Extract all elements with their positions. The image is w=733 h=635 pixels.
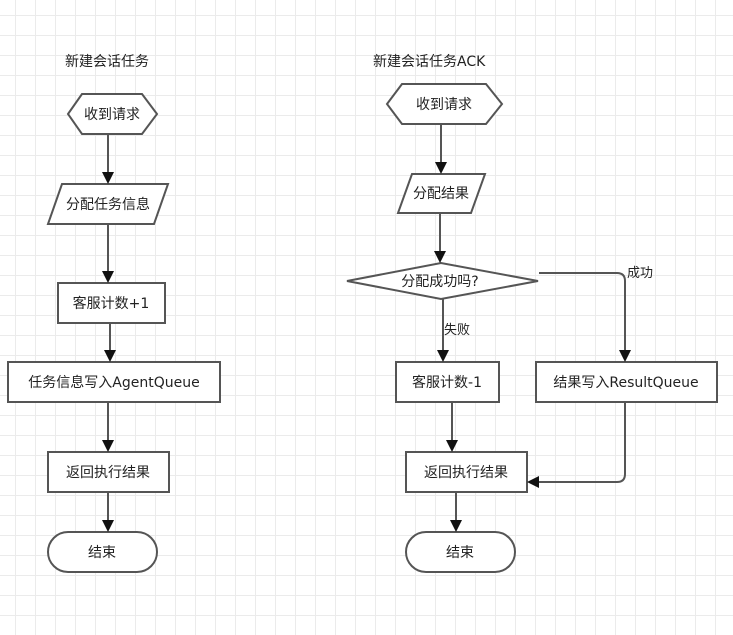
rect-shape	[47, 451, 170, 493]
edge-R6-R7	[450, 492, 462, 532]
node-assign-task-info[interactable]: 分配任务信息	[46, 183, 170, 225]
node-label: 分配结果	[413, 186, 469, 202]
arrowhead-icon	[434, 251, 446, 263]
arrowhead-icon	[102, 271, 114, 283]
node-label: 结果写入ResultQueue	[553, 375, 698, 391]
node-label: 收到请求	[416, 97, 472, 113]
node-ack-receive-request[interactable]: 收到请求	[385, 83, 504, 125]
arrowhead-icon	[102, 440, 114, 452]
arrowhead-icon	[619, 350, 631, 362]
rect-shape	[57, 282, 166, 324]
arrowhead-icon	[446, 440, 458, 452]
parallelogram-shape	[46, 183, 170, 225]
rect-shape	[395, 361, 500, 403]
edge-L5-L6	[102, 492, 114, 532]
node-agent-count-increment[interactable]: 客服计数+1	[57, 282, 166, 324]
node-label: 分配成功吗?	[401, 274, 478, 290]
node-label: 分配任务信息	[66, 196, 150, 213]
node-assign-result[interactable]: 分配结果	[396, 173, 487, 214]
flow-title-create-session: 新建会话任务	[65, 54, 149, 70]
node-ack-end[interactable]: 结束	[405, 531, 516, 573]
node-label: 返回执行结果	[66, 465, 150, 481]
node-end[interactable]: 结束	[47, 531, 158, 573]
arrowhead-icon	[527, 476, 539, 488]
node-label: 任务信息写入AgentQueue	[28, 374, 199, 391]
edge-R3-R5-success	[539, 272, 631, 362]
edge-L4-L5	[102, 402, 114, 452]
node-agent-count-decrement[interactable]: 客服计数-1	[395, 361, 500, 403]
rect-shape	[535, 361, 718, 403]
rect-shape	[7, 361, 221, 403]
node-label: 客服计数-1	[412, 374, 482, 391]
edge-L3-L4	[104, 323, 116, 362]
node-label: 收到请求	[84, 107, 140, 123]
arrowhead-icon	[450, 520, 462, 532]
rect-shape	[405, 451, 528, 493]
edge-L2-L3	[102, 224, 114, 283]
node-label: 结束	[446, 545, 474, 561]
node-ack-return-result[interactable]: 返回执行结果	[405, 451, 528, 493]
terminator-shape	[405, 531, 516, 573]
node-label: 结束	[88, 545, 116, 561]
node-write-agent-queue[interactable]: 任务信息写入AgentQueue	[7, 361, 221, 403]
diamond-shape	[346, 261, 539, 301]
node-label: 返回执行结果	[424, 465, 508, 481]
hexagon-shape	[385, 83, 504, 125]
arrowhead-icon	[102, 520, 114, 532]
edge-R4-R6	[446, 402, 458, 452]
flow-title-create-session-ack: 新建会话任务ACK	[373, 54, 486, 70]
edge-R5-R6	[527, 402, 626, 488]
hexagon-shape	[66, 93, 159, 135]
edge-R2-R3	[434, 213, 446, 263]
node-return-result[interactable]: 返回执行结果	[47, 451, 170, 493]
edge-label-success: 成功	[627, 266, 653, 281]
edge-R1-R2	[435, 124, 447, 174]
arrowhead-icon	[102, 172, 114, 184]
parallelogram-shape	[396, 173, 487, 214]
node-label: 客服计数+1	[73, 295, 150, 312]
arrowhead-icon	[437, 350, 449, 362]
arrowhead-icon	[435, 162, 447, 174]
arrowhead-icon	[104, 350, 116, 362]
node-write-result-queue[interactable]: 结果写入ResultQueue	[535, 361, 718, 403]
edge-R3-R4-fail	[437, 299, 449, 362]
edge-L1-L2	[102, 134, 114, 184]
node-receive-request[interactable]: 收到请求	[66, 93, 159, 135]
terminator-shape	[47, 531, 158, 573]
edge-label-fail: 失败	[444, 323, 470, 338]
node-assign-success-decision[interactable]: 分配成功吗?	[346, 261, 539, 301]
